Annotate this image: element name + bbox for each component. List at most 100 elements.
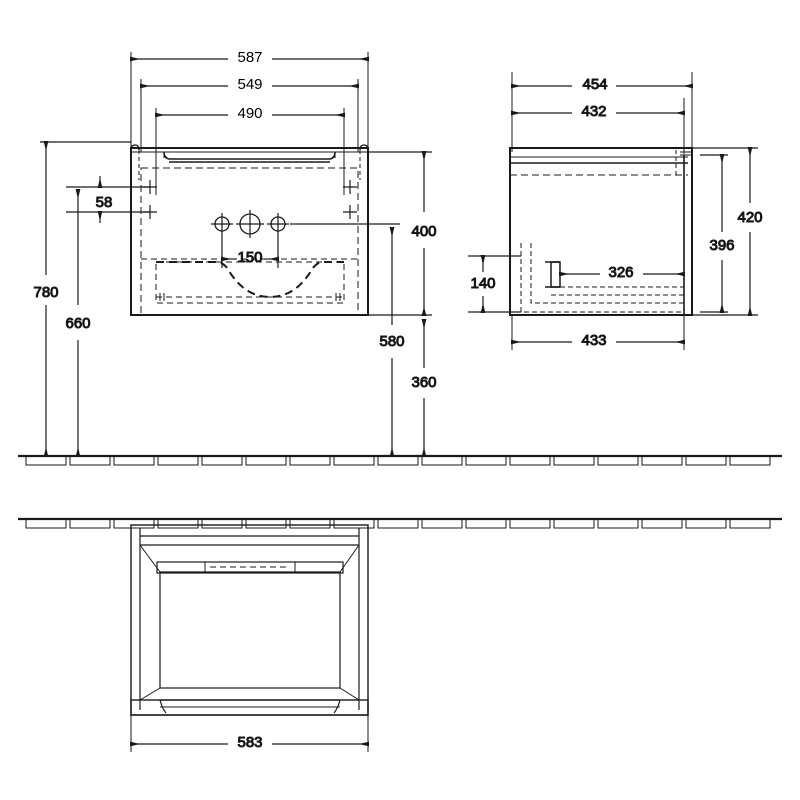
tile [113, 455, 155, 466]
tap-hole-left-cross [211, 213, 233, 235]
handle-recess [163, 151, 336, 160]
dim-label-58: 58 [96, 194, 113, 211]
tile [553, 518, 595, 529]
tile-group-upper [25, 455, 771, 466]
dim-label-420: 420 [737, 209, 762, 226]
dim-label-433: 433 [581, 332, 606, 349]
plan-edge-br [339, 687, 360, 701]
tile [113, 518, 155, 529]
plan-drawer-face [159, 571, 341, 689]
dim-326-group: 326 [559, 263, 685, 281]
drawer-hidden-box [155, 261, 345, 304]
tile [641, 518, 683, 529]
dim-label-150: 150 [237, 249, 262, 266]
bracket-left-dashed [130, 150, 140, 180]
dim-58-group: 58 [66, 176, 150, 223]
tile [289, 518, 331, 529]
floor-tile-band-upper [18, 454, 782, 466]
tile [421, 455, 463, 466]
plan-handle-center [204, 561, 296, 574]
side-carcass-outline [509, 147, 693, 316]
tile [729, 518, 771, 529]
dim-label-432: 432 [581, 103, 606, 120]
side-right-dimension-group: 420 396 [692, 147, 763, 316]
plan-outer-frame [130, 524, 369, 716]
tile [685, 518, 727, 529]
plan-foot-right [333, 699, 341, 714]
dim-label-326: 326 [608, 264, 633, 281]
dim-433-group: 433 [511, 315, 685, 350]
tile [69, 518, 111, 529]
front-hidden-carcass [140, 167, 359, 316]
side-bracket-hidden-inner [530, 243, 684, 304]
front-elevation-view [130, 144, 369, 316]
tile [421, 518, 463, 529]
tile [289, 455, 331, 466]
right-vertical-dimension-group: 400 580 360 [290, 151, 437, 457]
side-fixing-bracket [550, 261, 561, 288]
side-top-dimension-group: 454 432 [511, 72, 693, 152]
basin-bowl-curve [156, 261, 344, 299]
tile [509, 518, 551, 529]
tile [377, 455, 419, 466]
tile [685, 455, 727, 466]
bracket-right-top [359, 144, 369, 151]
tile [553, 455, 595, 466]
dim-label-396: 396 [709, 237, 734, 254]
front-top-dimension-group [130, 52, 369, 195]
side-back-top-cap [680, 151, 692, 156]
plan-edge-bl [139, 687, 161, 701]
dim-label-660: 660 [65, 315, 90, 332]
dim-label-583: 583 [237, 734, 262, 751]
tile [465, 518, 507, 529]
dim-label-780: 780 [33, 284, 58, 301]
bracket-left-top [130, 144, 140, 151]
tap-hole-right-cross [267, 213, 289, 235]
floor-tile-band-lower [18, 517, 782, 529]
dim-label-360: 360 [411, 374, 436, 391]
dim-140-group: 140 [468, 255, 521, 313]
tile [157, 455, 199, 466]
tile [509, 455, 551, 466]
tile [201, 455, 243, 466]
dim-label-587: 587 [237, 49, 262, 66]
top-dimension-labels: 587 549 490 [237, 49, 262, 122]
dim-label-400: 400 [411, 223, 436, 240]
tile [729, 455, 771, 466]
tile [245, 455, 287, 466]
handle-end-ticks [163, 152, 336, 158]
tile [333, 455, 375, 466]
dim-label-580: 580 [379, 333, 404, 350]
left-vertical-dimension-group: 780 660 [33, 141, 131, 457]
fixing-cross [343, 205, 357, 219]
bracket-right-dashed [359, 150, 369, 180]
tile [465, 455, 507, 466]
tile [201, 518, 243, 529]
tile [597, 455, 639, 466]
drawer-end-caps [159, 293, 341, 301]
tile [157, 518, 199, 529]
fixing-cross [343, 180, 357, 194]
tile [245, 518, 287, 529]
tile [69, 455, 111, 466]
front-carcass-outline [130, 147, 369, 316]
dim-label-140: 140 [470, 275, 495, 292]
dim-label-454: 454 [582, 76, 607, 93]
dim-label-549: 549 [237, 76, 262, 93]
tile-group-lower [25, 518, 771, 529]
dim-583-group: 583 [130, 715, 369, 752]
tile [377, 518, 419, 529]
tile [25, 455, 67, 466]
tap-hole-center-cross [236, 210, 264, 238]
side-fixing-bracket-caps [545, 261, 560, 288]
tile [333, 518, 375, 529]
side-bracket-hidden-outer [520, 243, 684, 313]
side-elevation-view [509, 147, 693, 316]
tap-hole-group [211, 210, 289, 238]
dim-label-490: 490 [237, 105, 262, 122]
dim-150-group: 150 [221, 235, 279, 268]
plan-view [130, 524, 369, 716]
tile [25, 518, 67, 529]
